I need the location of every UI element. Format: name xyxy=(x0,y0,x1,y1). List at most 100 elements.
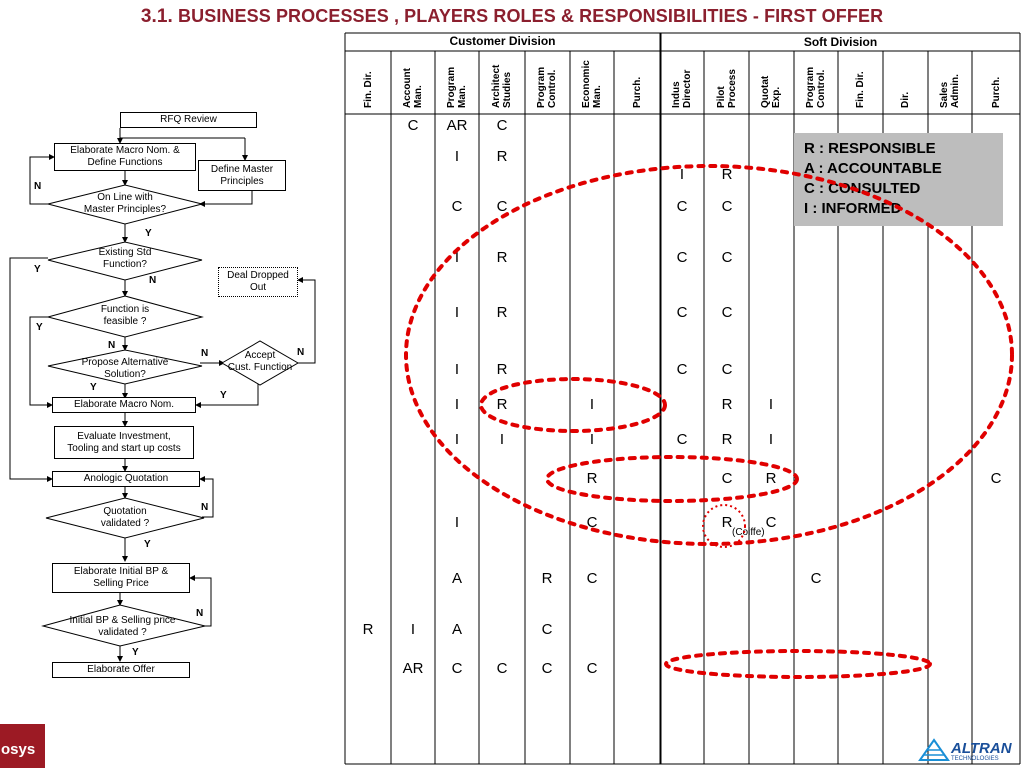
raci-cell: C xyxy=(586,514,598,531)
raci-cell: R xyxy=(496,361,508,378)
decision-existing-std xyxy=(47,241,203,281)
accept-cust-text: Accept Cust. Function xyxy=(227,350,293,373)
legend-accountable: A : ACCOUNTABLE xyxy=(804,160,942,177)
decision-bp-validated xyxy=(41,604,206,647)
raci-cell: I xyxy=(454,304,460,321)
osys-logo xyxy=(0,724,45,768)
raci-cell: R xyxy=(721,166,733,183)
osys-logo-sub: GROUPE ALTRAN xyxy=(2,760,45,766)
raci-cell: R xyxy=(496,249,508,266)
raci-cell: I xyxy=(589,396,595,413)
raci-cell: C xyxy=(451,198,463,215)
label-n: N xyxy=(196,608,204,619)
decision-function-feasible xyxy=(46,295,204,338)
raci-cell: R xyxy=(362,621,374,638)
raci-cell: R xyxy=(765,470,777,487)
raci-cell: AR xyxy=(446,117,468,134)
raci-cell: I xyxy=(589,431,595,448)
column-header: Fin. Dir. xyxy=(362,71,374,108)
decision-online-master xyxy=(47,184,203,225)
evaluate-investment-box: Evaluate Investment, Tooling and start u… xyxy=(54,426,194,459)
flowchart xyxy=(9,128,316,662)
raci-cell: C xyxy=(541,621,553,638)
altran-logo-sub: TECHNOLOGIES xyxy=(951,756,999,762)
column-header: Fin. Dir. xyxy=(854,71,866,108)
raci-cell: I xyxy=(679,166,685,183)
column-header: Program Control. xyxy=(536,66,558,108)
raci-cell: C xyxy=(496,117,508,134)
raci-cell: C xyxy=(451,660,463,677)
label-n: N xyxy=(297,347,305,358)
customer-division-title: Customer Division xyxy=(449,34,556,48)
raci-cell: C xyxy=(541,660,553,677)
raci-cell: R xyxy=(496,148,508,165)
raci-cell: C xyxy=(496,198,508,215)
raci-cell: I xyxy=(768,396,774,413)
coiffe-note: (Coiffe) xyxy=(732,527,765,538)
column-header: Purch. xyxy=(631,76,643,108)
page-title: 3.1. BUSINESS PROCESSES , PLAYERS ROLES … xyxy=(0,6,1024,28)
raci-cell: C xyxy=(676,431,688,448)
decision-accept-cust xyxy=(221,340,299,386)
column-header: Program Man. xyxy=(446,66,468,108)
raci-cell: A xyxy=(451,621,462,638)
column-header: Purch. xyxy=(990,76,1002,108)
column-header: Sales Admin. xyxy=(939,74,961,108)
label-n: N xyxy=(34,181,42,192)
altran-logo-text: ALTRAN xyxy=(951,740,1012,757)
column-header: Architect Studies xyxy=(491,64,513,108)
raci-cell: C xyxy=(676,361,688,378)
decision-quotation-validated xyxy=(45,497,205,539)
existing-std-text: Existing Std Function? xyxy=(98,247,152,270)
bp-validated-text: Initial BP & Selling price validated ? xyxy=(69,615,176,638)
label-n: N xyxy=(201,502,209,513)
raci-cell: I xyxy=(454,396,460,413)
elaborate-macro-define-box: Elaborate Macro Nom. & Define Functions xyxy=(54,143,196,171)
label-y: Y xyxy=(132,647,139,658)
raci-legend: R : RESPONSIBLE A : ACCOUNTABLE C : CONS… xyxy=(794,133,1003,226)
define-master-box: Define Master Principles xyxy=(198,160,286,191)
decision-propose-alt xyxy=(47,349,203,385)
column-header: Economic Man. xyxy=(581,60,603,108)
raci-cell: C xyxy=(721,361,733,378)
raci-cell: I xyxy=(454,431,460,448)
elaborate-offer-box: Elaborate Offer xyxy=(52,662,190,678)
legend-consulted: C : CONSULTED xyxy=(804,180,921,197)
raci-cell: A xyxy=(451,570,462,587)
label-y: Y xyxy=(220,390,227,401)
column-header: Quotat Exp. xyxy=(760,75,782,108)
column-header: Indus Director xyxy=(671,69,693,108)
legend-informed: I : INFORMED xyxy=(804,200,902,217)
label-y: Y xyxy=(34,264,41,275)
quotation-validated-text: Quotation validated ? xyxy=(100,506,150,529)
deal-dropped-box: Deal Dropped Out xyxy=(218,267,298,297)
raci-cell: R xyxy=(496,304,508,321)
raci-cell: I xyxy=(454,249,460,266)
raci-cell: C xyxy=(407,117,419,134)
altran-logo-icon xyxy=(918,738,950,761)
raci-cell: I xyxy=(410,621,416,638)
propose-alt-text: Propose Alternative Solution? xyxy=(81,357,169,380)
column-header: Program Control. xyxy=(805,66,827,108)
raci-cell: AR xyxy=(402,660,424,677)
online-master-text: On Line with Master Principles? xyxy=(83,192,167,215)
raci-cell: R xyxy=(721,396,733,413)
raci-cell: I xyxy=(454,148,460,165)
elaborate-macro-box: Elaborate Macro Nom. xyxy=(52,397,196,413)
column-header: Dir. xyxy=(899,91,911,108)
raci-cell: C xyxy=(676,304,688,321)
raci-cell: R xyxy=(721,431,733,448)
raci-cell: I xyxy=(499,431,505,448)
raci-cell: R xyxy=(496,396,508,413)
label-n: N xyxy=(201,348,209,359)
column-header: Account Man. xyxy=(402,68,424,108)
raci-cell: C xyxy=(676,198,688,215)
raci-cell: C xyxy=(586,570,598,587)
rfq-review-box: RFQ Review xyxy=(120,112,257,128)
raci-cell: C xyxy=(676,249,688,266)
title-number: 3.1. xyxy=(140,6,173,27)
title-text: BUSINESS PROCESSES , PLAYERS ROLES & RES… xyxy=(178,6,884,26)
raci-cell: R xyxy=(541,570,553,587)
label-y: Y xyxy=(145,228,152,239)
column-header: Pilot Process xyxy=(716,69,738,108)
